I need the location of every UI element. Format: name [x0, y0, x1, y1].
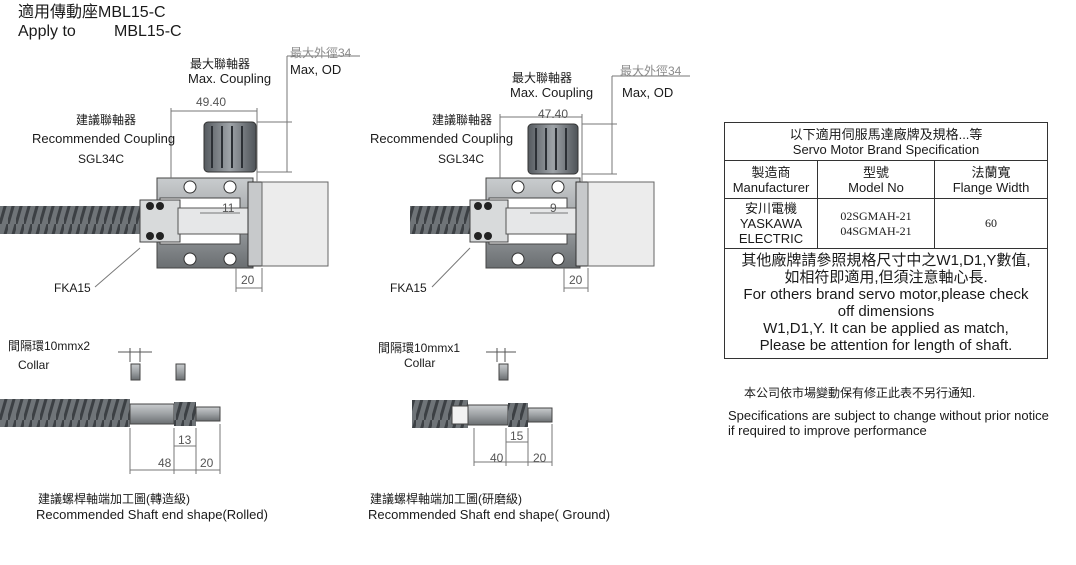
header-model-en: Model No [848, 179, 904, 195]
note-en-1: For others brand servo motor,please chec… [743, 286, 1029, 303]
left-collar-en: Collar [18, 358, 50, 372]
right-shaft [412, 348, 553, 466]
model-2: 04SGMAH-21 [840, 223, 912, 238]
left-shaft-dim-3: 20 [200, 456, 214, 470]
header-model-zh: 型號 [862, 164, 889, 180]
note-zh-2: 如相符即適用,但須注意軸心長. [784, 269, 988, 286]
left-max-od-en: Max, OD [290, 62, 342, 77]
right-max-coupling-en: Max. Coupling [510, 85, 594, 100]
cell-models: 02SGMAH-21 04SGMAH-21 [817, 198, 935, 249]
header-manufacturer-zh: 製造商 [751, 164, 791, 180]
note-zh-1: 其他廠牌請參照規格尺寸中之W1,D1,Y數值, [741, 252, 1031, 269]
right-caption-en: Recommended Shaft end shape( Ground) [368, 507, 611, 522]
right-max-coupling-zh: 最大聯軸器 [512, 71, 573, 85]
header-manufacturer: 製造商 Manufacturer [724, 160, 818, 199]
left-rec-coupling-en: Recommended Coupling [32, 131, 176, 146]
right-dim-bottom: 20 [569, 273, 583, 287]
right-dim-width: 47.40 [538, 107, 569, 121]
left-dim-width: 49.40 [196, 95, 227, 109]
right-assembly [410, 75, 690, 292]
header-flange-zh: 法蘭寬 [971, 164, 1011, 180]
spec-title-en: Servo Motor Brand Specification [792, 141, 980, 157]
left-coupling-model: SGL34C [78, 152, 125, 166]
notice-en-1: Specifications are subject to change wit… [728, 408, 1049, 423]
model-1: 02SGMAH-21 [840, 208, 912, 223]
left-max-coupling-zh: 最大聯軸器 [190, 57, 251, 71]
title-en-label: Apply to [18, 23, 76, 40]
header-model: 型號 Model No [817, 160, 935, 199]
servo-spec-table: 以下適用伺服馬達廠牌及規格...等 Servo Motor Brand Spec… [724, 122, 1048, 359]
right-shaft-dim-3: 20 [533, 451, 547, 465]
right-caption-zh: 建議螺桿軸端加工圖(研磨級) [370, 492, 522, 506]
left-max-od-zh: 最大外徑34 [290, 46, 352, 60]
note-en-4: Please be attention for length of shaft. [759, 337, 1013, 354]
right-rec-coupling-en: Recommended Coupling [370, 131, 514, 146]
right-coupling-model: SGL34C [438, 152, 485, 166]
maker-zh: 安川電機 [744, 201, 797, 216]
right-max-od-en: Max, OD [622, 85, 674, 100]
right-shaft-dim-1: 15 [510, 429, 524, 443]
left-caption-en: Recommended Shaft end shape(Rolled) [36, 507, 268, 522]
header-flange-en: Flange Width [952, 179, 1030, 195]
notice-en-2: if required to improve performance [728, 423, 927, 438]
right-collar-en: Collar [404, 356, 436, 370]
notice-zh: 本公司依市場變動保有修正此表不另行通知. [744, 386, 976, 400]
left-collar-zh: 間隔環10mmx2 [8, 339, 91, 353]
left-dim-bottom: 20 [241, 273, 255, 287]
cell-maker: 安川電機 YASKAWA ELECTRIC [724, 198, 818, 249]
note-en-2: off dimensions [837, 303, 935, 320]
right-collar-zh: 間隔環10mmx1 [378, 341, 461, 355]
left-assembly [0, 55, 360, 292]
right-max-od-zh: 最大外徑34 [620, 64, 682, 78]
right-dim-inner: 9 [550, 201, 557, 215]
header-manufacturer-en: Manufacturer [732, 179, 810, 195]
note-en-3: W1,D1,Y. It can be applied as match, [763, 320, 1009, 337]
left-shaft-dim-1: 13 [178, 433, 192, 447]
right-support-label: FKA15 [390, 281, 427, 295]
left-max-coupling-en: Max. Coupling [188, 71, 272, 86]
title-en-model: MBL15-C [114, 23, 182, 40]
maker-en-1: YASKAWA [739, 216, 803, 231]
left-rec-coupling-zh: 建議聯軸器 [76, 113, 137, 127]
spec-note: 其他廠牌請參照規格尺寸中之W1,D1,Y數值, 如相符即適用,但須注意軸心長. … [724, 248, 1048, 359]
maker-en-2: ELECTRIC [738, 231, 804, 246]
right-rec-coupling-zh: 建議聯軸器 [432, 113, 493, 127]
left-caption-zh: 建議螺桿軸端加工圖(轉造級) [38, 492, 190, 506]
left-shaft [0, 348, 221, 474]
cell-flange: 60 [934, 198, 1048, 249]
right-shaft-dim-2: 40 [490, 451, 504, 465]
header-flange: 法蘭寬 Flange Width [934, 160, 1048, 199]
left-shaft-dim-2: 48 [158, 456, 172, 470]
spec-title-zh: 以下適用伺服馬達廠牌及規格...等 [789, 126, 983, 142]
title-zh: 適用傳動座MBL15-C [18, 4, 166, 21]
left-dim-inner: 11 [222, 201, 235, 215]
spec-table-title: 以下適用伺服馬達廠牌及規格...等 Servo Motor Brand Spec… [724, 122, 1048, 161]
left-support-label: FKA15 [54, 281, 91, 295]
